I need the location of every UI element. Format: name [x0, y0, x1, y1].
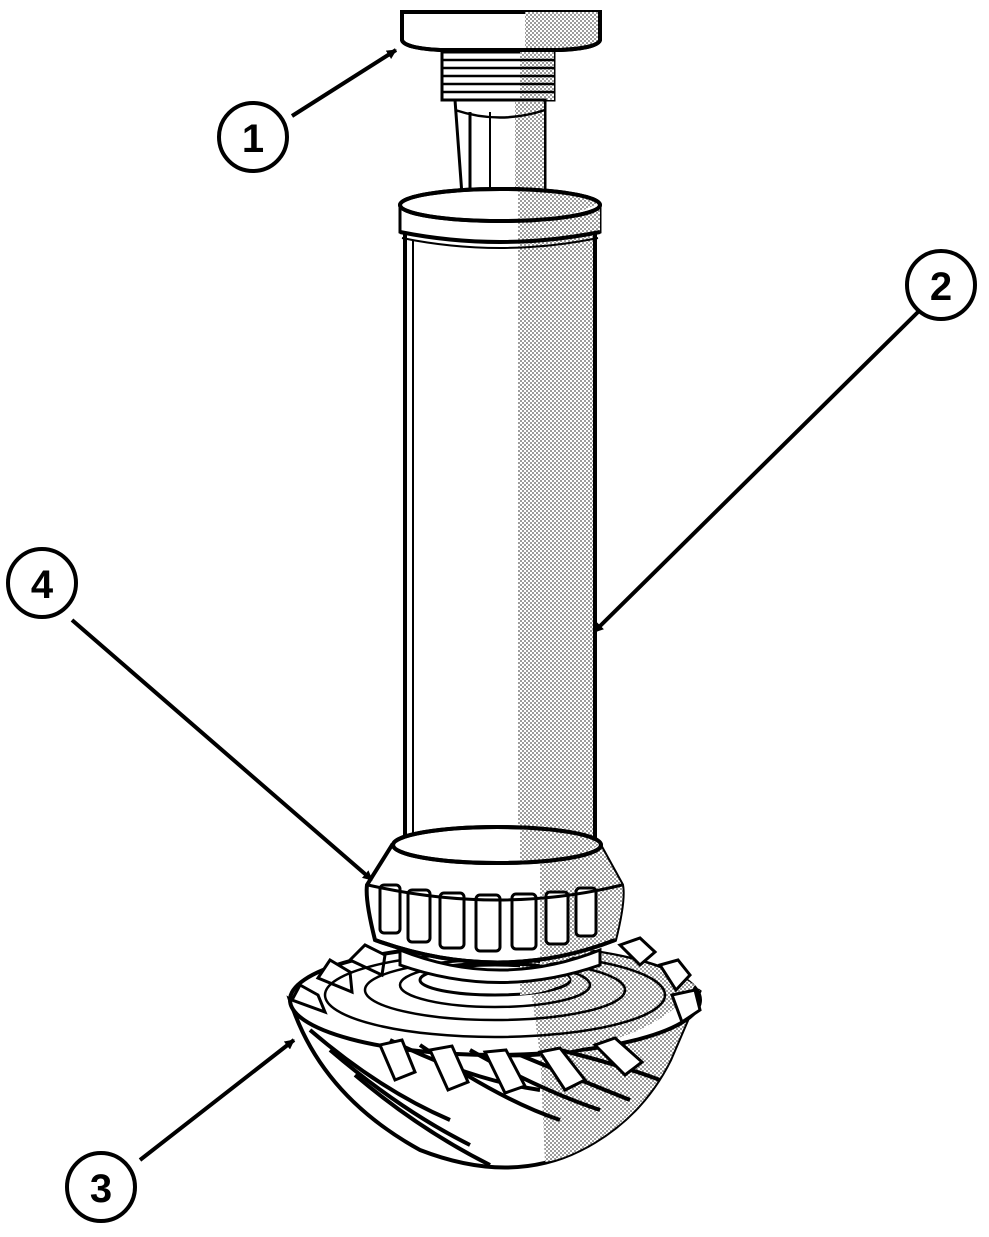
leader-2	[592, 310, 920, 634]
callout-2: 2	[905, 249, 977, 321]
leader-3	[138, 1038, 296, 1162]
callout-1: 1	[217, 101, 289, 173]
callout-3-label: 3	[90, 1167, 112, 1211]
pinion-gear	[286, 936, 702, 1170]
tapered-roller-bearing	[364, 825, 625, 984]
leader-1	[290, 48, 398, 118]
installer-tube	[398, 187, 602, 860]
callout-1-label: 1	[242, 117, 264, 161]
callout-leaders	[70, 48, 920, 1162]
press-ram	[400, 10, 602, 197]
callout-4-label: 4	[31, 563, 54, 607]
callout-4: 4	[6, 547, 78, 619]
leader-4	[70, 618, 374, 882]
callout-3: 3	[65, 1151, 137, 1223]
callout-2-label: 2	[930, 265, 952, 309]
